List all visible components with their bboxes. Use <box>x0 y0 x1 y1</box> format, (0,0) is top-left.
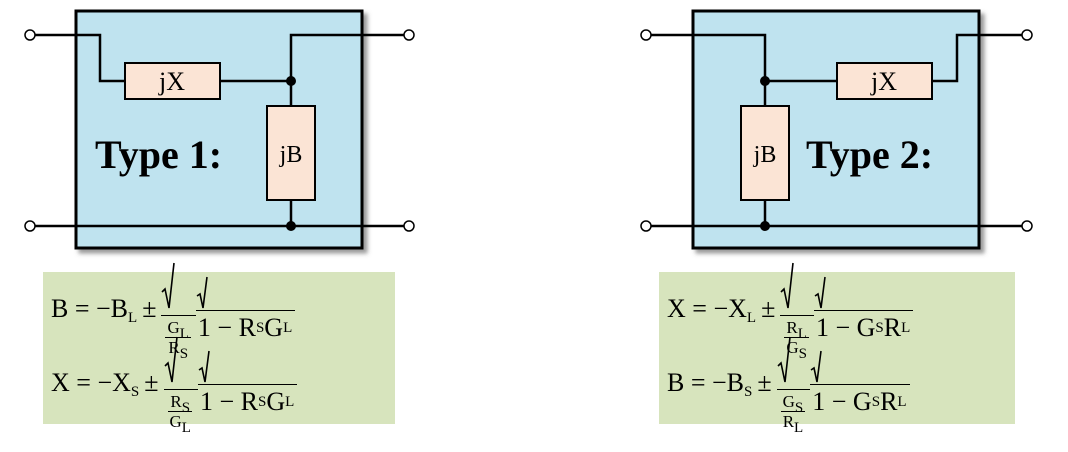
plus-minus-sign: ± <box>761 294 776 323</box>
type2-top-wire-right <box>932 33 1022 83</box>
sqrt-fraction: GL RS <box>161 262 196 362</box>
type1-top-wire-right <box>220 33 404 83</box>
formula-lhs: X = −XL <box>667 294 757 326</box>
type2-network: jX jB Type 2: <box>640 9 1033 250</box>
fraction: GL RS <box>165 317 191 362</box>
type2-terminal-top-right <box>1021 29 1033 41</box>
type1-terminal-bottom-right <box>403 220 415 232</box>
type1-top-wire <box>35 33 125 83</box>
type1-shunt-label: jB <box>279 142 303 168</box>
type2-junction-top <box>760 76 770 86</box>
type1-terminal-bottom-left <box>24 220 36 232</box>
formula-lhs: B = −BS <box>667 368 753 400</box>
type2-top-wire-left <box>651 33 837 83</box>
type1-terminal-top-right <box>403 29 415 41</box>
type2-terminal-top-left <box>640 29 652 41</box>
type1-box <box>74 9 364 250</box>
type2-shunt-susceptance <box>740 105 790 201</box>
type2-junction-bottom <box>760 221 770 231</box>
type1-series-label: jX <box>158 67 185 96</box>
fraction: GS RL <box>780 391 806 436</box>
type2-title: Type 2: <box>806 132 933 177</box>
plus-minus-sign: ± <box>757 368 772 397</box>
type2-shunt-label: jB <box>753 142 777 168</box>
sqrt-fraction: RS GL <box>163 336 198 436</box>
type1-series-reactance <box>124 62 221 100</box>
type2-series-label: jX <box>870 67 897 96</box>
sqrt-fraction: GS RL <box>776 336 811 436</box>
type2-series-reactance <box>836 62 933 100</box>
type1-network: jX jB Type 1: <box>24 9 415 250</box>
formula-lhs: B = −BL <box>51 294 138 326</box>
type2-box <box>691 9 981 250</box>
plus-minus-sign: ± <box>142 294 157 323</box>
type1-terminal-top-left <box>24 29 36 41</box>
fraction: RS GL <box>168 391 193 436</box>
type1-junction-bottom <box>286 221 296 231</box>
type2-terminal-bottom-left <box>640 220 652 232</box>
type1-junction-top <box>286 76 296 86</box>
plus-minus-sign: ± <box>144 368 159 397</box>
formula-lhs: X = −XS <box>51 368 140 400</box>
type2-terminal-bottom-right <box>1021 220 1033 232</box>
type1-title: Type 1: <box>95 132 222 177</box>
type1-shunt-susceptance <box>266 105 316 201</box>
